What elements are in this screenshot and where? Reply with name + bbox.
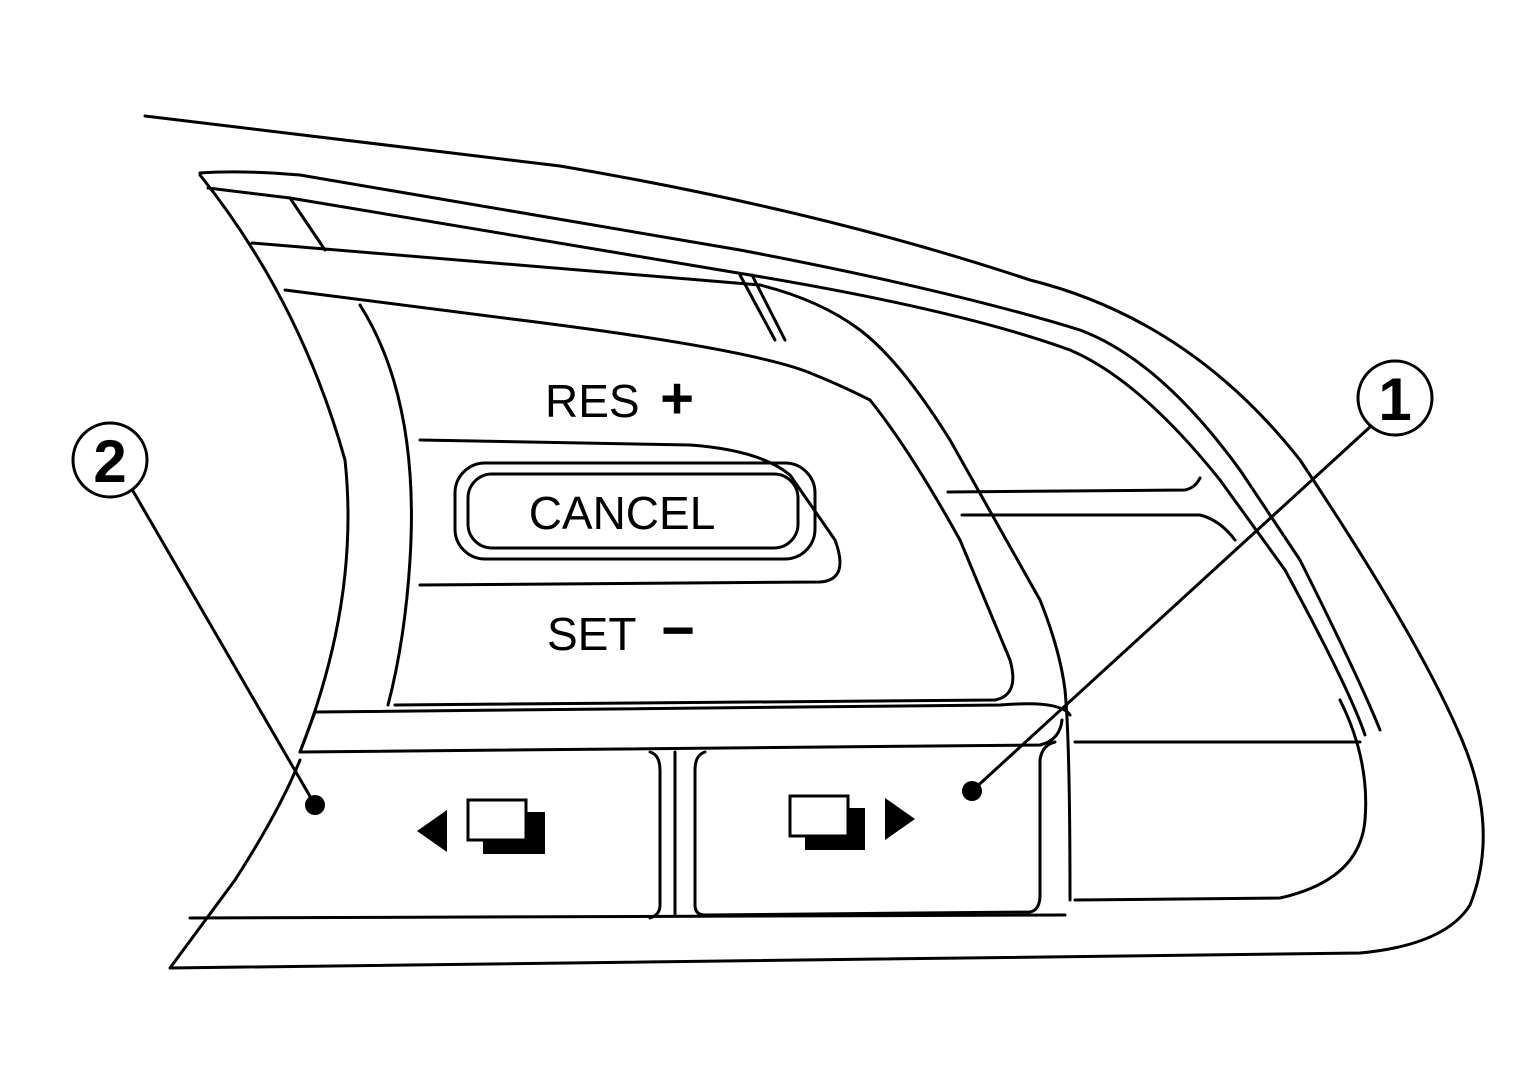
- upper-trim-band-3: [288, 196, 327, 252]
- callout-1-leader: [970, 425, 1372, 793]
- left-arrow-screen-icon: [417, 798, 545, 854]
- right-segment-bottom: [1073, 698, 1368, 902]
- lower-row-bottom-edge: [188, 913, 1067, 920]
- res-label: RES: [545, 375, 640, 427]
- upper-trim-band-2: [206, 186, 1367, 737]
- screen-right-arrow-icon: [788, 794, 915, 850]
- right-segment-middle: [960, 513, 1237, 542]
- callout-2-leader: [131, 489, 317, 807]
- right-segment-upper: [946, 476, 1202, 494]
- cancel-label: CANCEL: [529, 487, 716, 539]
- cruise-panel-inner: [283, 288, 1015, 707]
- previous-switch-outline[interactable]: [648, 750, 662, 920]
- lower-row-top-edge: [298, 718, 1064, 754]
- cruise-panel-left-edge: [358, 303, 413, 707]
- cancel-surround-outer: [418, 438, 842, 587]
- callout-1-circle: [1356, 359, 1434, 437]
- cruise-panel-outer: [250, 241, 1072, 902]
- inner-housing-curve: [198, 173, 350, 754]
- callout-2-circle: [71, 421, 149, 499]
- set-minus-symbol: −: [661, 598, 695, 663]
- set-label: SET: [547, 608, 636, 660]
- cancel-button-inner: [466, 472, 800, 550]
- res-plus-symbol: +: [660, 366, 694, 431]
- cancel-button-outer[interactable]: [453, 461, 817, 561]
- callout-1-number: 1: [1378, 366, 1411, 433]
- callout-2-number: 2: [93, 428, 126, 495]
- cruise-panel-base: [298, 702, 1072, 754]
- upper-trim-band-1: [198, 170, 1382, 732]
- next-switch-outline[interactable]: [693, 740, 1057, 917]
- outer-housing-outline: [143, 114, 1485, 970]
